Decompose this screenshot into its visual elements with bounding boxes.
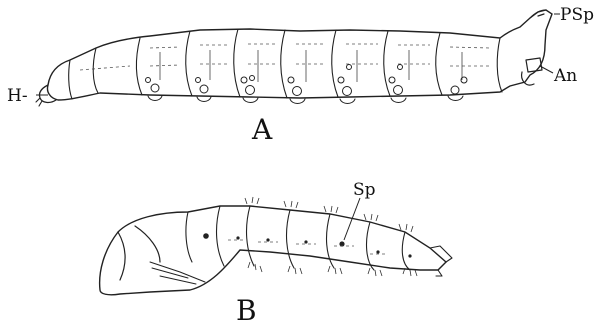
- panel-a-larva: H- PSp An A: [7, 5, 594, 146]
- larva-a-body-outline: [47, 10, 552, 100]
- larva-b-body-outline: [100, 206, 446, 295]
- label-spiracle: Sp: [353, 180, 376, 200]
- label-posterior-spiracle: PSp: [560, 5, 594, 25]
- panel-a-label: A: [251, 113, 273, 146]
- label-anus: An: [553, 66, 577, 86]
- label-head: H-: [7, 86, 28, 106]
- panel-b-label: B: [236, 294, 257, 327]
- panel-b-larva: Sp B: [100, 180, 452, 327]
